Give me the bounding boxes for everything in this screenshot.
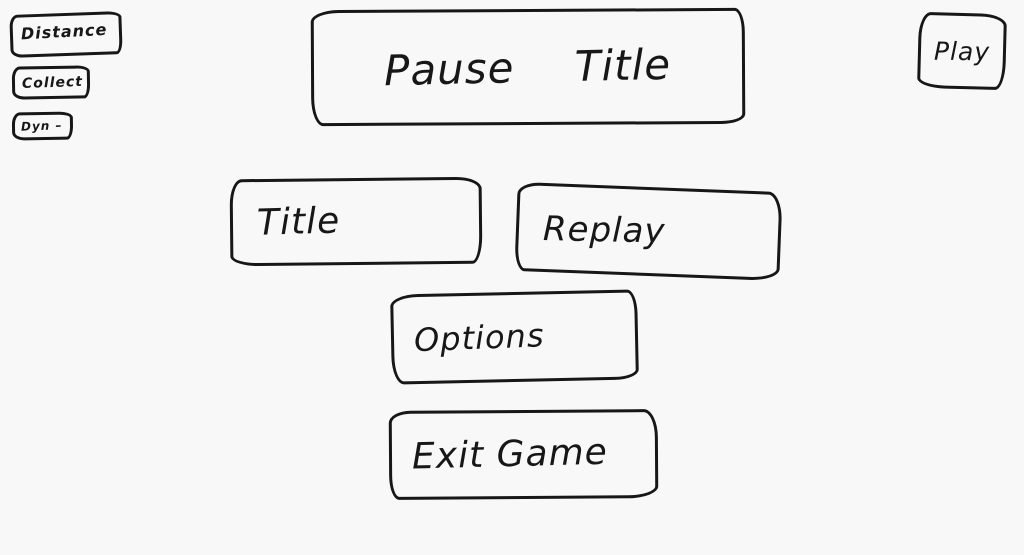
- hud-collect-text: Collect: [21, 73, 84, 92]
- hud-distance-text: Distance: [20, 19, 108, 44]
- hud-label-distance: Distance: [9, 11, 123, 58]
- hud-label-dyn: Dyn –: [11, 111, 74, 141]
- menu-button-title[interactable]: Title: [229, 176, 483, 267]
- menu-button-options[interactable]: Options: [390, 289, 639, 385]
- hud-label-collect: Collect: [11, 65, 91, 100]
- menu-button-replay[interactable]: Replay: [514, 181, 783, 282]
- replay-button-label: Replay: [542, 208, 666, 252]
- exit-game-button-label: Exit Game: [411, 431, 609, 478]
- title-button-label: Title: [256, 200, 341, 244]
- play-button[interactable]: Play: [917, 11, 1007, 91]
- hud-dyn-text: Dyn –: [20, 118, 63, 134]
- play-button-label: Play: [933, 36, 991, 66]
- options-button-label: Options: [413, 316, 546, 360]
- pause-title-banner: Pause Title: [310, 7, 746, 127]
- pause-title-text: Pause Title: [383, 39, 673, 95]
- menu-button-exit-game[interactable]: Exit Game: [388, 409, 659, 500]
